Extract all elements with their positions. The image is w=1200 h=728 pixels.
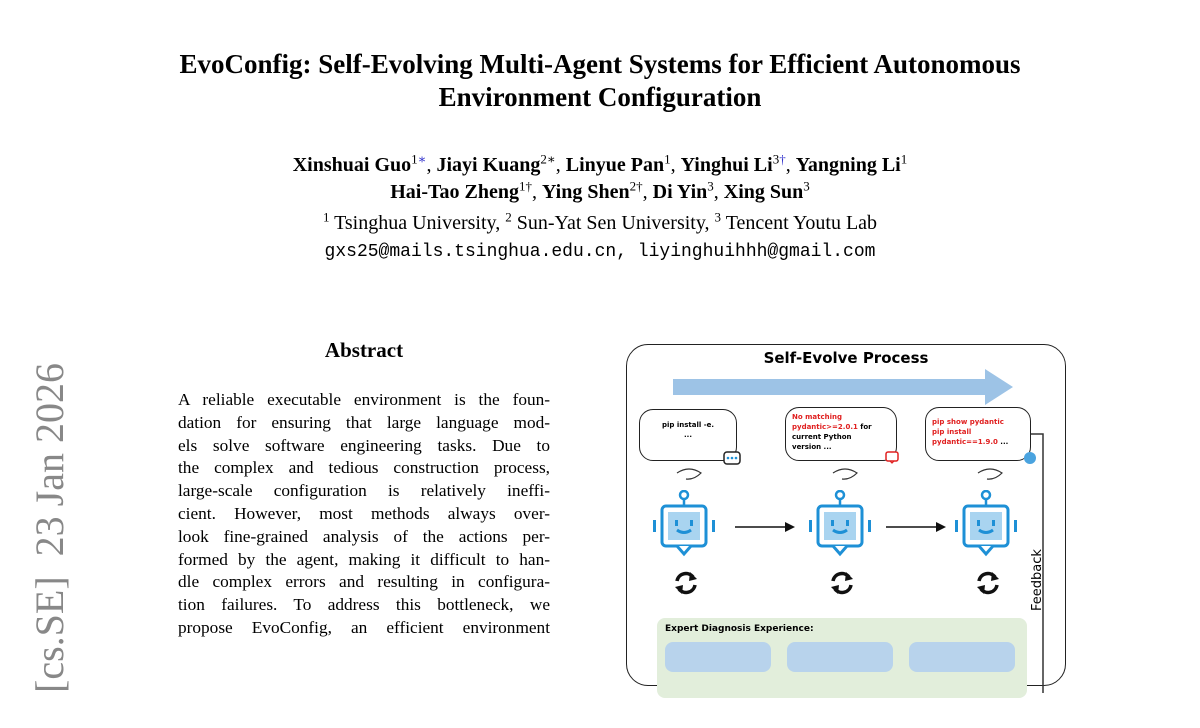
abstract-line: large-scale configuration is relatively … [178, 481, 550, 501]
author: Di Yin [652, 181, 708, 203]
loop-arrow-icon [676, 468, 702, 480]
refresh-icon [675, 571, 697, 595]
process-arrow-icon [673, 369, 1013, 405]
title-line-1: EvoConfig: Self-Evolving Multi-Agent Sys… [179, 49, 1021, 79]
typing-icon [723, 451, 741, 465]
paper-title: EvoConfig: Self-Evolving Multi-Agent Sys… [0, 48, 1200, 114]
arrow-right-icon [886, 522, 946, 532]
bubble-text: current Python [792, 433, 852, 441]
self-evolve-figure: Self-Evolve Process pip install -e. ... … [626, 344, 1066, 698]
robot-agent-icon [955, 490, 1017, 557]
command-bubble: pip install -e. ... [639, 409, 737, 461]
bubble-text: version ... [792, 443, 832, 451]
abstract-line: A reliable executable environment is the… [178, 390, 550, 409]
abstract-line: dle complex errors and resulting in conf… [178, 572, 550, 592]
bubble-text: pydantic>=2.0.1 [792, 423, 858, 431]
figure-title: Self-Evolve Process [763, 349, 929, 367]
expert-title: Expert Diagnosis Experience: [665, 624, 814, 634]
author-sup: 1 [900, 151, 908, 167]
fix-bubble: pip show pydantic pip install pydantic==… [925, 407, 1031, 461]
author-sup: 1 [664, 151, 671, 167]
experience-card [909, 642, 1015, 672]
abstract-line: the complex and tedious construction pro… [178, 458, 550, 478]
author-mark: † [779, 151, 786, 167]
abstract-line: formed by the agent, making it difficult… [178, 549, 550, 569]
abstract-line: els solve software engineering tasks. Du… [178, 435, 550, 455]
bubble-text: pip install [932, 428, 972, 436]
emails: gxs25@mails.tsinghua.edu.cn, liyinghuihh… [324, 242, 876, 262]
aff-sup: 1 [322, 209, 330, 225]
aff-sup: 3 [714, 209, 722, 225]
author: Ying Shen [541, 181, 630, 203]
abstract-line: propose EvoConfig, an efficient environm… [178, 617, 550, 637]
author-mark: ∗ [417, 151, 427, 167]
bubble-text: for [857, 423, 872, 431]
author: Yinghui Li [680, 154, 773, 176]
author: Xinshuai Guo [292, 154, 412, 176]
loop-arrow-icon [977, 468, 1003, 480]
author: Yangning Li [795, 154, 901, 176]
abstract-line: dation for ensuring that large language … [178, 412, 550, 432]
abstract-line: tion failures. To address this bottlenec… [178, 595, 550, 615]
experience-card [665, 642, 771, 672]
author-sup: 1 [411, 151, 418, 167]
author-sup: 2† [629, 178, 643, 194]
affiliation: Sun-Yat Sen University, [516, 212, 710, 234]
title-line-2: Environment Configuration [438, 82, 762, 112]
author-sup: 3 [803, 178, 810, 194]
expert-diagnosis-panel: Expert Diagnosis Experience: [657, 618, 1027, 698]
affiliations: 1 Tsinghua University, 2 Sun-Yat Sen Uni… [0, 209, 1200, 235]
robot-agent-icon [809, 490, 871, 557]
abstract-line: cient. However, most methods always over… [178, 503, 550, 523]
bubble-text: ... [997, 438, 1009, 446]
abstract-body: A reliable executable environment is the… [178, 389, 550, 640]
abstract-line: look fine-grained analysis of the action… [178, 526, 550, 546]
affiliation: Tencent Youtu Lab [725, 212, 878, 234]
bubble-text: pydantic==1.9.0 [932, 438, 998, 446]
bubble-text: pip install -e. [661, 421, 715, 429]
experience-card [787, 642, 893, 672]
refresh-icon [977, 571, 999, 595]
refresh-icon [831, 571, 853, 595]
arxiv-stamp: [cs.SE] 23 Jan 2026 [27, 363, 72, 693]
error-icon [885, 451, 899, 464]
bubble-text: pip show pydantic [932, 418, 1004, 426]
author: Jiayi Kuang [436, 154, 541, 176]
author: Hai-Tao Zheng [390, 181, 519, 203]
bubble-text: No matching [792, 413, 842, 421]
author: Linyue Pan [565, 154, 665, 176]
abstract-heading: Abstract [324, 338, 404, 362]
error-bubble: No matching pydantic>=2.0.1 for current … [785, 407, 897, 461]
author-list: Xinshuai Guo1∗, Jiayi Kuang2∗, Linyue Pa… [292, 151, 908, 203]
feedback-label: Feedback [1030, 549, 1045, 611]
bubble-text: ... [684, 431, 692, 439]
author-sup: 1† [518, 178, 532, 194]
robot-agent-icon [653, 490, 715, 557]
loop-arrow-icon [832, 468, 858, 480]
author-sup: 2∗ [540, 151, 556, 167]
lightbulb-icon [1024, 452, 1036, 464]
feedback-line [1031, 433, 1044, 693]
affiliation: Tsinghua University, [334, 212, 501, 234]
arrow-right-icon [735, 522, 795, 532]
author-sup: 3 [707, 178, 714, 194]
author-sup: 3 [772, 151, 780, 167]
aff-sup: 2 [505, 209, 512, 225]
author: Xing Sun [723, 181, 804, 203]
